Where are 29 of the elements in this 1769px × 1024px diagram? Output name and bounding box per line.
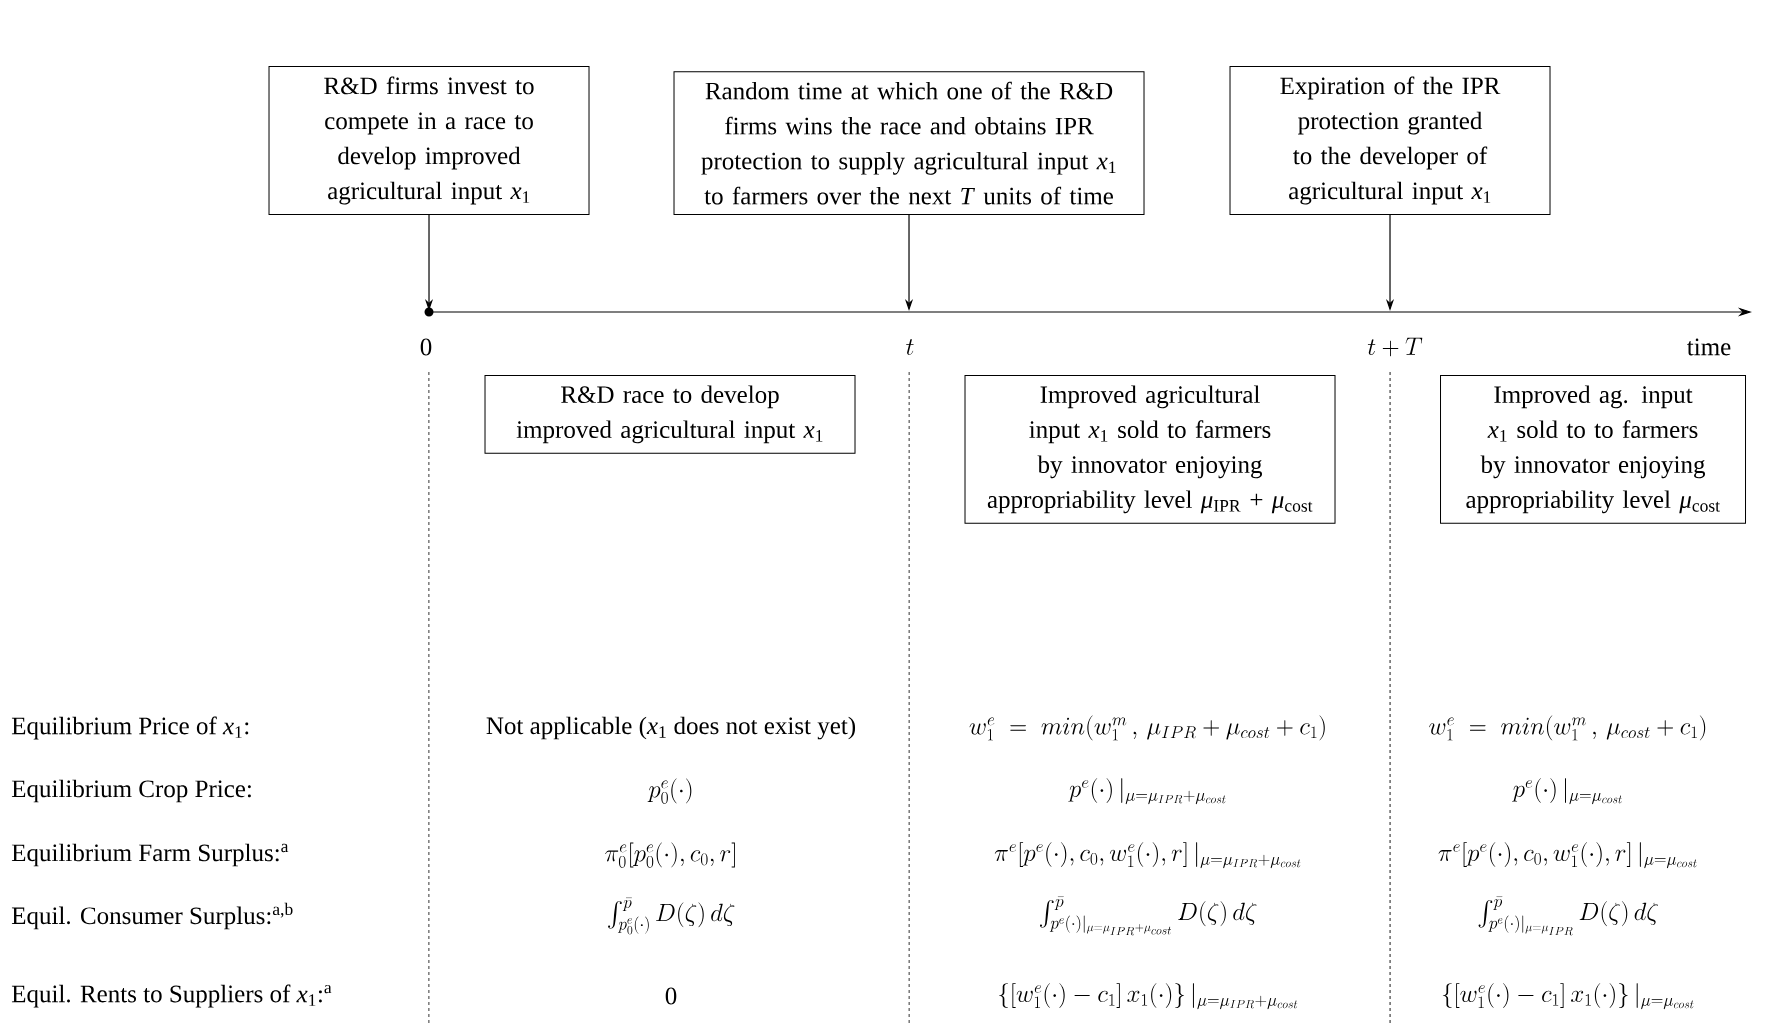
formula: $\pi^e[p^e(\cdot), c_0, w_1^e(\cdot), r]\,|_{\mu=\mu_{IPR}+\mu_{cost}}$ [994, 842, 1301, 869]
tick-label: $t$ [906, 339, 914, 355]
row-header: Equilibrium Crop Price: [11, 779, 251, 803]
tick-label: 0 [420, 338, 432, 356]
formula: $p_0^e(\cdot)$ [647, 778, 692, 804]
formula: $\pi^e[p^e(\cdot), c_0, w_1^e(\cdot), r]\,|_{\mu=\mu_{cost}}$ [1438, 842, 1697, 869]
label-text: 0 [665, 987, 677, 1005]
text-box: Expiration of the IPR protection granted to the developer of agricultural input x$_{1}$ [1229, 66, 1551, 215]
label-text: Not applicable (x$_{1}$ does not exist yet) [486, 716, 856, 740]
tick-label: $t + T$ [1367, 337, 1423, 357]
row-header: Equil. Consumer Surplus:$^{a,b}$ [11, 902, 293, 930]
text-box: Random time at which one of the R&D firms wins the race and obtains IPR protection to supply agricultural input x$_{1}$ to farmers over the next T units of time [673, 71, 1145, 215]
text-box: R&D firms invest to compete in a race to develop improved agricultural input x$_{1}$ [268, 66, 590, 215]
formula: $w_1^e \;=\; min(w_1^m\,,\, \mu_{cost} + c_1)$ [1429, 715, 1706, 741]
text-box: R&D race to develop improved agricultural input x$_{1}$ [484, 375, 856, 454]
formula: $\int_{p_0^e(\cdot)}^{\bar{p}} D(\zeta)\,d\zeta$ [608, 897, 735, 935]
text-box: Improved ag. input x$_{1}$ sold to to farmers by innovator enjoying appropriability level μ$_{cost}$ [1440, 375, 1746, 524]
formula: $p^e(\cdot)\,|_{\mu=\mu_{IPR}+\mu_{cost}}$ [1068, 778, 1226, 805]
row-header: Equilibrium Farm Surplus:$^{a}$ [11, 843, 289, 867]
formula: $\{[w_1^e(\cdot)-c_1]\,x_1(\cdot)\}\,|_{\mu=\mu_{cost}}$ [1442, 983, 1694, 1010]
formula: $\int_{p^e(\cdot)|_{\mu=\mu_{IPR}}}^{\bar{p}} D(\zeta)\,d\zeta$ [1478, 896, 1658, 936]
text-box: Improved agricultural input x$_{1}$ sold to farmers by innovator enjoying appropriability level μ$_{IPR}$ + μ$_{cost}$ [964, 375, 1336, 524]
formula: $\{[w_1^e(\cdot)-c_1]\,x_1(\cdot)\}\,|_{\mu=\mu_{IPR}+\mu_{cost}}$ [999, 983, 1298, 1010]
formula: $\int_{p^e(\cdot)|_{\mu=\mu_{IPR}+\mu_{cost}}}^{\bar{p}} D(\zeta)\,d\zeta$ [1039, 896, 1257, 936]
row-header: Equil. Rents to Suppliers of x$_{1}$:$^{a}$ [11, 984, 332, 1008]
row-header: Equilibrium Price of x$_{1}$: [11, 716, 249, 740]
formula: $w_1^e \;=\; min(w_1^m\,,\, \mu_{IPR} + \mu_{cost} + c_1)$ [969, 715, 1325, 741]
formula: $\pi_0^e[p_0^e(\cdot), c_0, r]$ [605, 842, 735, 868]
formula: $p^e(\cdot)\,|_{\mu=\mu_{cost}}$ [1512, 778, 1622, 805]
